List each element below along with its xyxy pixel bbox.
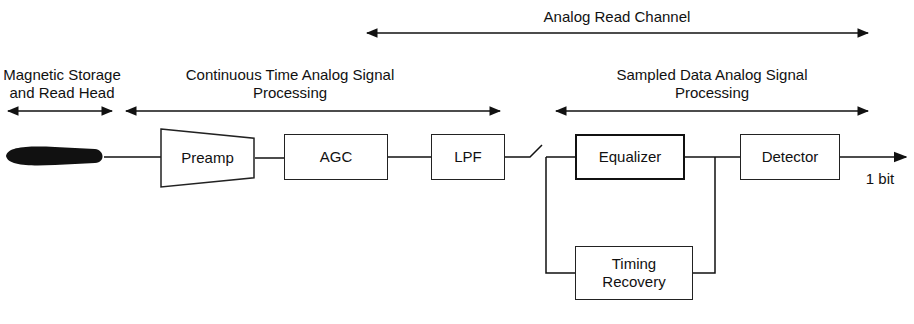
signal-wire [255, 157, 284, 159]
block-label: Equalizer [593, 148, 668, 166]
output-line [840, 156, 906, 158]
process-box: AGC [284, 134, 388, 180]
process-box: Detector [740, 134, 840, 180]
output-arrow [840, 157, 906, 158]
signal-wire [388, 156, 431, 158]
section-label: Analog Read Channel [487, 8, 747, 26]
signal-wire [693, 157, 715, 273]
section-label: Continuous Time Analog Signal Processing [165, 66, 415, 102]
block-label: AGC [314, 148, 359, 166]
signal-wire [505, 145, 575, 157]
block-label: Detector [756, 148, 825, 166]
block-label: LPF [448, 148, 488, 166]
section-label: Sampled Data Analog Signal Processing [592, 66, 832, 102]
process-box: LPF [431, 134, 505, 180]
output-label: 1 bit [855, 170, 905, 188]
read-head [6, 147, 162, 166]
process-box: Equalizer [575, 134, 685, 180]
block-label: Timing Recovery [576, 255, 692, 291]
signal-wire [685, 156, 740, 158]
process-box: Timing Recovery [575, 246, 693, 300]
range-arrows [8, 33, 868, 111]
amplifier-block: Preamp [160, 128, 255, 188]
section-label: Magnetic Storage and Read Head [1, 66, 123, 102]
block-label: Preamp [175, 149, 240, 167]
signal-wire [546, 157, 575, 273]
